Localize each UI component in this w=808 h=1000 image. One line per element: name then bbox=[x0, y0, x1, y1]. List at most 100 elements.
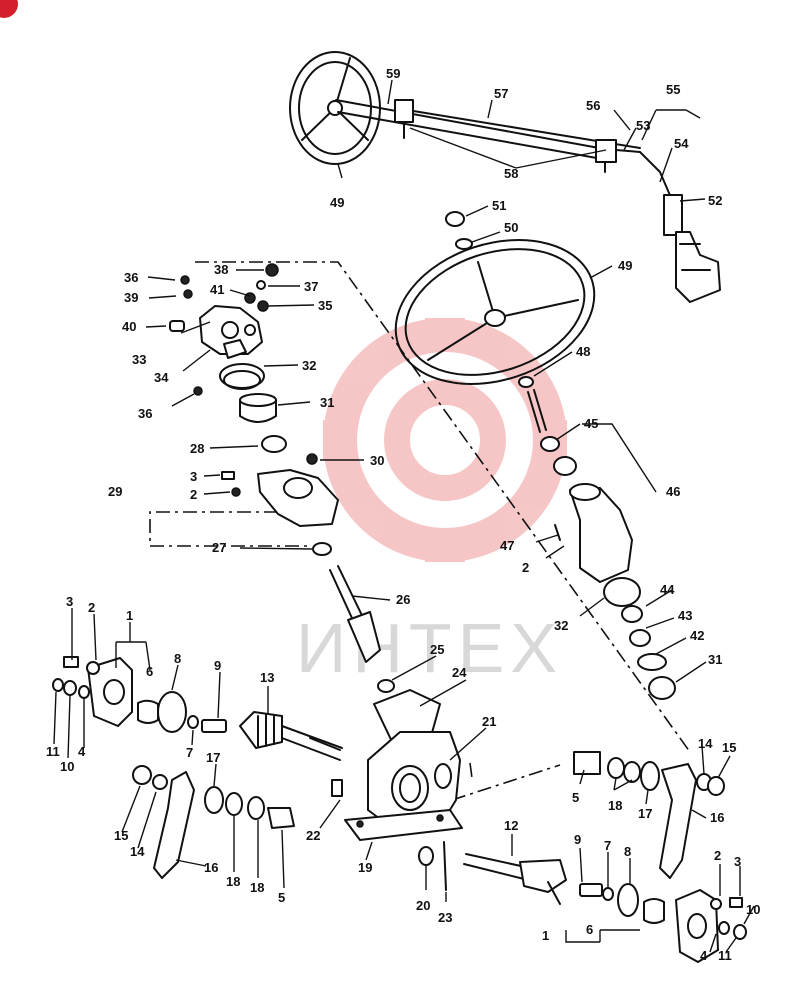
label-46: 46 bbox=[666, 484, 680, 499]
label-29: 29 bbox=[108, 484, 122, 499]
label-27: 27 bbox=[212, 540, 226, 555]
label-50: 50 bbox=[504, 220, 518, 235]
label-14-b: 14 bbox=[698, 736, 713, 751]
worm-shaft-12 bbox=[463, 853, 665, 924]
steering-column-lower-housing bbox=[663, 194, 721, 303]
right-cover bbox=[675, 889, 747, 963]
right-bushings bbox=[573, 751, 660, 791]
label-49-top: 49 bbox=[330, 195, 344, 210]
mid-housing bbox=[221, 435, 339, 527]
label-2-c: 2 bbox=[522, 560, 529, 575]
label-9-b: 9 bbox=[574, 832, 581, 847]
label-58: 58 bbox=[504, 166, 518, 181]
label-59: 59 bbox=[386, 66, 400, 81]
label-13: 13 bbox=[260, 670, 274, 685]
label-51: 51 bbox=[492, 198, 506, 213]
label-16-a: 16 bbox=[204, 860, 218, 875]
label-6-b: 6 bbox=[586, 922, 593, 937]
left-cover bbox=[52, 656, 227, 733]
label-2-d: 2 bbox=[190, 487, 197, 502]
seal-rings-upper bbox=[219, 363, 277, 423]
label-52: 52 bbox=[708, 193, 722, 208]
steering-wheel bbox=[394, 239, 596, 385]
label-45: 45 bbox=[584, 416, 598, 431]
label-54: 54 bbox=[674, 136, 689, 151]
corner-badge bbox=[0, 0, 18, 18]
label-7-b: 7 bbox=[604, 838, 611, 853]
label-56: 56 bbox=[586, 98, 600, 113]
label-5-b: 5 bbox=[572, 790, 579, 805]
label-42: 42 bbox=[690, 628, 704, 643]
worm-shaft-13 bbox=[239, 711, 343, 761]
label-32-right: 32 bbox=[554, 618, 568, 633]
label-10-a: 10 bbox=[60, 759, 74, 774]
shaft-line bbox=[451, 762, 561, 801]
label-5-a: 5 bbox=[278, 890, 285, 905]
label-12: 12 bbox=[504, 818, 518, 833]
label-1-b: 1 bbox=[542, 928, 549, 943]
label-48: 48 bbox=[576, 344, 590, 359]
label-7-a: 7 bbox=[186, 745, 193, 760]
label-26: 26 bbox=[396, 592, 410, 607]
label-4-b: 4 bbox=[700, 948, 708, 963]
label-20: 20 bbox=[416, 898, 430, 913]
callout-labels: 59 57 56 55 53 54 58 49 52 51 50 49 48 4… bbox=[46, 66, 760, 963]
label-22: 22 bbox=[306, 828, 320, 843]
label-57: 57 bbox=[494, 86, 508, 101]
left-bushings bbox=[204, 786, 295, 829]
label-15-b: 15 bbox=[722, 740, 736, 755]
label-43: 43 bbox=[678, 608, 692, 623]
pitman-arm-right bbox=[659, 763, 725, 879]
label-11-a: 11 bbox=[46, 744, 60, 759]
label-37: 37 bbox=[304, 279, 318, 294]
label-49-mid: 49 bbox=[618, 258, 632, 273]
label-33: 33 bbox=[132, 352, 146, 367]
label-24: 24 bbox=[452, 665, 467, 680]
label-32-left: 32 bbox=[302, 358, 316, 373]
label-3-c: 3 bbox=[190, 469, 197, 484]
label-38: 38 bbox=[214, 262, 228, 277]
pitman-arm-left bbox=[132, 765, 195, 879]
label-35: 35 bbox=[318, 298, 332, 313]
label-31-left: 31 bbox=[320, 395, 334, 410]
label-19: 19 bbox=[358, 860, 372, 875]
label-55: 55 bbox=[666, 82, 680, 97]
column-parts-right bbox=[518, 376, 676, 700]
label-36-top: 36 bbox=[124, 270, 138, 285]
upper-housing bbox=[169, 263, 279, 396]
label-31-right: 31 bbox=[708, 652, 722, 667]
label-8-b: 8 bbox=[624, 844, 631, 859]
label-18-b: 18 bbox=[250, 880, 264, 895]
label-4-a: 4 bbox=[78, 744, 86, 759]
label-3-a: 3 bbox=[66, 594, 73, 609]
label-6-a: 6 bbox=[146, 664, 153, 679]
label-34: 34 bbox=[154, 370, 169, 385]
label-18-a: 18 bbox=[226, 874, 240, 889]
steering-column-shaft bbox=[335, 99, 673, 201]
label-2-b: 2 bbox=[714, 848, 721, 863]
label-30: 30 bbox=[370, 453, 384, 468]
label-2-a: 2 bbox=[88, 600, 95, 615]
watermark-logo bbox=[323, 318, 567, 562]
label-21: 21 bbox=[482, 714, 496, 729]
label-17-b: 17 bbox=[638, 806, 652, 821]
upper-steering-wheel bbox=[289, 51, 381, 165]
label-39: 39 bbox=[124, 290, 138, 305]
label-11-b: 11 bbox=[718, 948, 732, 963]
label-16-b: 16 bbox=[710, 810, 724, 825]
assembly-line bbox=[149, 261, 691, 753]
label-14-a: 14 bbox=[130, 844, 145, 859]
label-23: 23 bbox=[438, 910, 452, 925]
label-1-a: 1 bbox=[126, 608, 133, 623]
label-18-c: 18 bbox=[608, 798, 622, 813]
label-36-bottom: 36 bbox=[138, 406, 152, 421]
label-44: 44 bbox=[660, 582, 675, 597]
label-41: 41 bbox=[210, 282, 224, 297]
sector-shaft bbox=[312, 542, 381, 663]
label-28: 28 bbox=[190, 441, 204, 456]
leader-lines bbox=[53, 79, 755, 953]
label-10-b: 10 bbox=[746, 902, 760, 917]
label-47: 47 bbox=[500, 538, 514, 553]
label-40: 40 bbox=[122, 319, 136, 334]
